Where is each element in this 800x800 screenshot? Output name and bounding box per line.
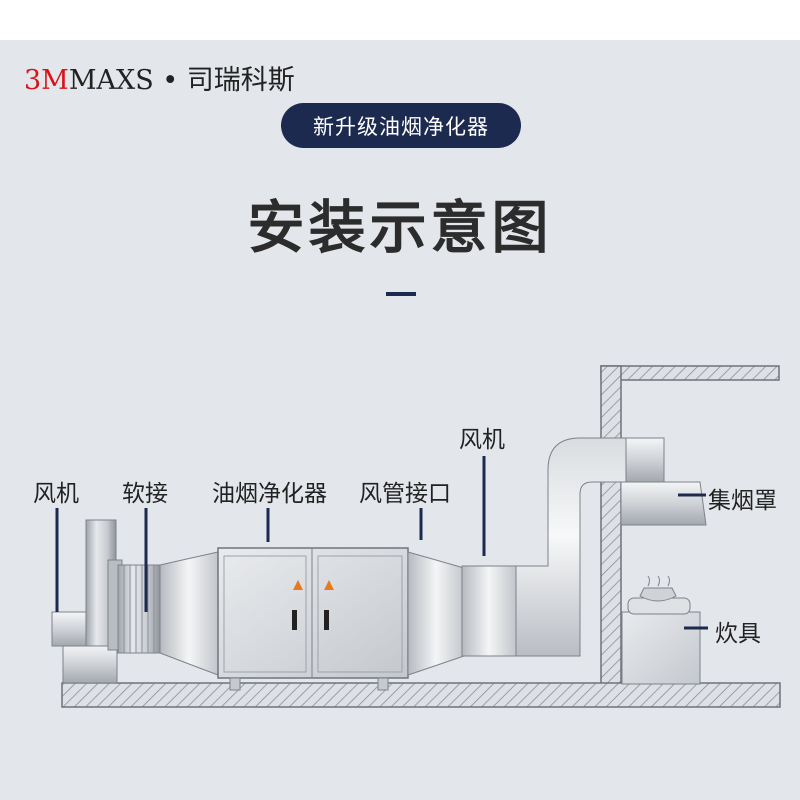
label-soft-joint: 软接 [122,481,168,507]
label-fan-right: 风机 [459,427,505,453]
oil-fume-purifier [217,547,409,691]
brand-logo: 3MMAXS • 司瑞科斯 [24,58,295,97]
brand-maxs: MAXS [68,65,154,96]
label-purifier: 油烟净化器 [212,481,327,507]
top-band [0,0,800,40]
title-underline [386,292,416,296]
soft-connector [117,564,161,654]
duct-interface [461,565,517,657]
floor-slab [61,682,781,708]
label-fan-left: 风机 [33,481,79,507]
brand-3m: 3M [24,65,69,96]
smoke-hood [620,437,707,526]
stove-unit [621,575,701,685]
label-stove: 炊具 [715,621,761,647]
outlet-transition [407,551,465,676]
leader-lines [55,456,708,630]
inlet-transition [159,551,219,676]
page-title: 安装示意图 [247,195,553,261]
fan-left [51,519,123,684]
subtitle-pill: 新升级油烟净化器 [281,103,521,148]
brand-cn: • 司瑞科斯 [153,65,295,96]
label-duct-interface: 风管接口 [359,481,451,507]
label-hood: 集烟罩 [708,488,777,514]
